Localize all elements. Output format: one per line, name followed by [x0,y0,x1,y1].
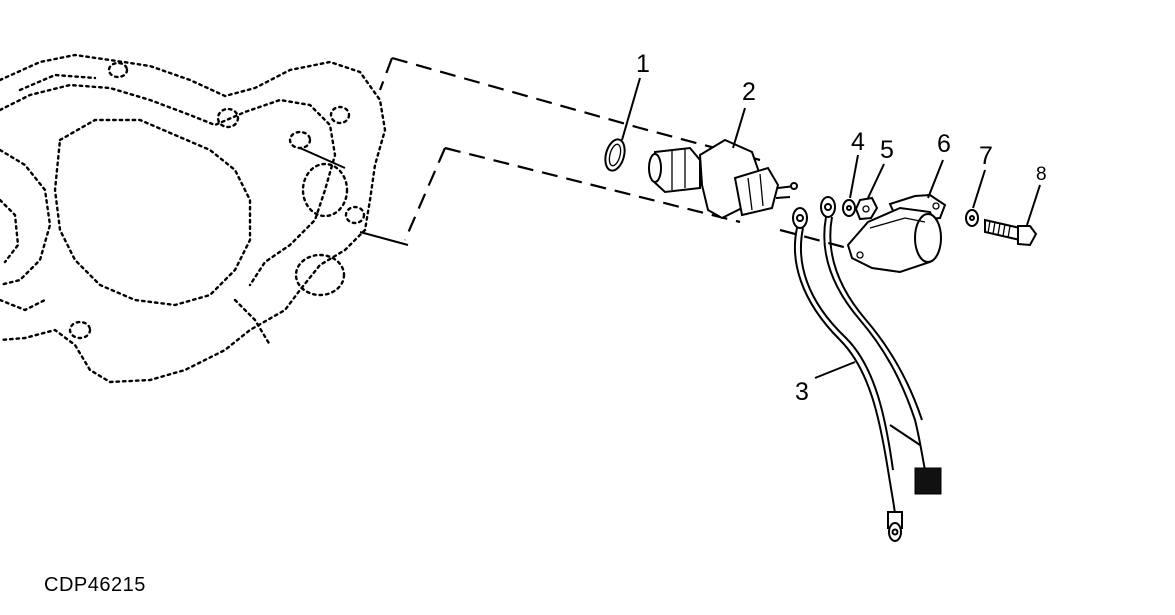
o-ring [604,138,626,172]
lock-washer [965,209,979,227]
callout-8: 8 [1036,164,1047,185]
exploded-view-guides [378,56,901,264]
callout-leaders [621,77,1041,379]
wire-harness [792,196,942,542]
engine-housing [0,53,409,384]
callout-1: 1 [636,50,650,78]
callout-3: 3 [795,378,809,406]
sensor [648,138,798,220]
callout-7: 7 [979,142,993,170]
cap-screw [984,218,1038,247]
washer-and-nut [842,196,879,221]
callout-6: 6 [937,130,951,158]
callout-2: 2 [742,78,756,106]
clamp-bracket [846,193,947,274]
callout-5: 5 [880,136,894,164]
callout-labels: 1 2 3 4 5 6 7 8 [636,50,1047,406]
callout-4: 4 [851,128,865,156]
figure-id: CDP46215 [44,574,146,596]
